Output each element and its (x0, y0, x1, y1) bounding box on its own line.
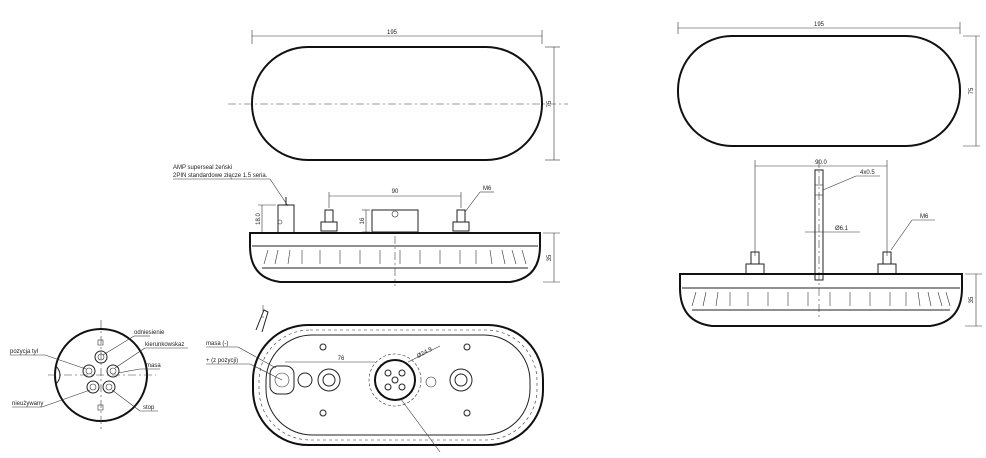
top-view-right: 195 75 (677, 22, 980, 147)
bottom-view: 76 Ø24.9 masa (-) + (z pozycji) (206, 305, 544, 453)
dim-height-top-right: 75 (969, 87, 975, 94)
dim-center-dia: Ø24.9 (416, 346, 434, 359)
dim-stud-spacing-left: 90 (392, 189, 399, 195)
dim-76: 76 (338, 356, 345, 362)
label-kierunkowskaz: kierunkowskaz (145, 342, 184, 348)
dim-height-right: 35 (969, 296, 975, 303)
top-view-left: 195 75 (228, 30, 568, 161)
label-pozycja-tyl: pozycja tył (10, 349, 39, 355)
dim-thread-left: M6 (483, 186, 492, 192)
dim-connector-height: 18.0 (256, 213, 262, 225)
side-view-left: AMP superseal żeński 2PIN standardowe zł… (173, 165, 560, 286)
connector-note-line1: AMP superseal żeński (173, 165, 232, 171)
label-plus-pozycja: + (z pozycji) (206, 358, 238, 364)
dim-cable: 4x0.5 (860, 170, 875, 176)
dim-cable-dia: Ø6.1 (835, 226, 849, 232)
dim-width-top-left: 195 (387, 30, 398, 36)
connector-note-line2: 2PIN standardowe złącze 1.5 seria. (173, 173, 268, 179)
dim-height-top-left: 75 (547, 100, 553, 107)
dim-thread-right: M6 (920, 214, 929, 220)
pin-legend: pozycja tył odniesienie kierunkowskaz ma… (10, 320, 188, 430)
label-stop: stop (143, 405, 155, 411)
dim-total-height-left: 35 (547, 254, 553, 261)
dim-small-left: 16 (360, 217, 366, 224)
label-odniesienie: odniesienie (134, 330, 165, 336)
label-masa-minus: masa (-) (206, 341, 228, 347)
dim-width-top-right: 195 (814, 22, 825, 28)
side-view-right: 90.0 4x0.5 Ø6.1 M6 (679, 160, 982, 327)
label-masa: masa (146, 363, 161, 369)
dim-stud-spacing-right: 90.0 (815, 160, 827, 166)
label-nieuzywany: nieużywany (12, 401, 43, 407)
